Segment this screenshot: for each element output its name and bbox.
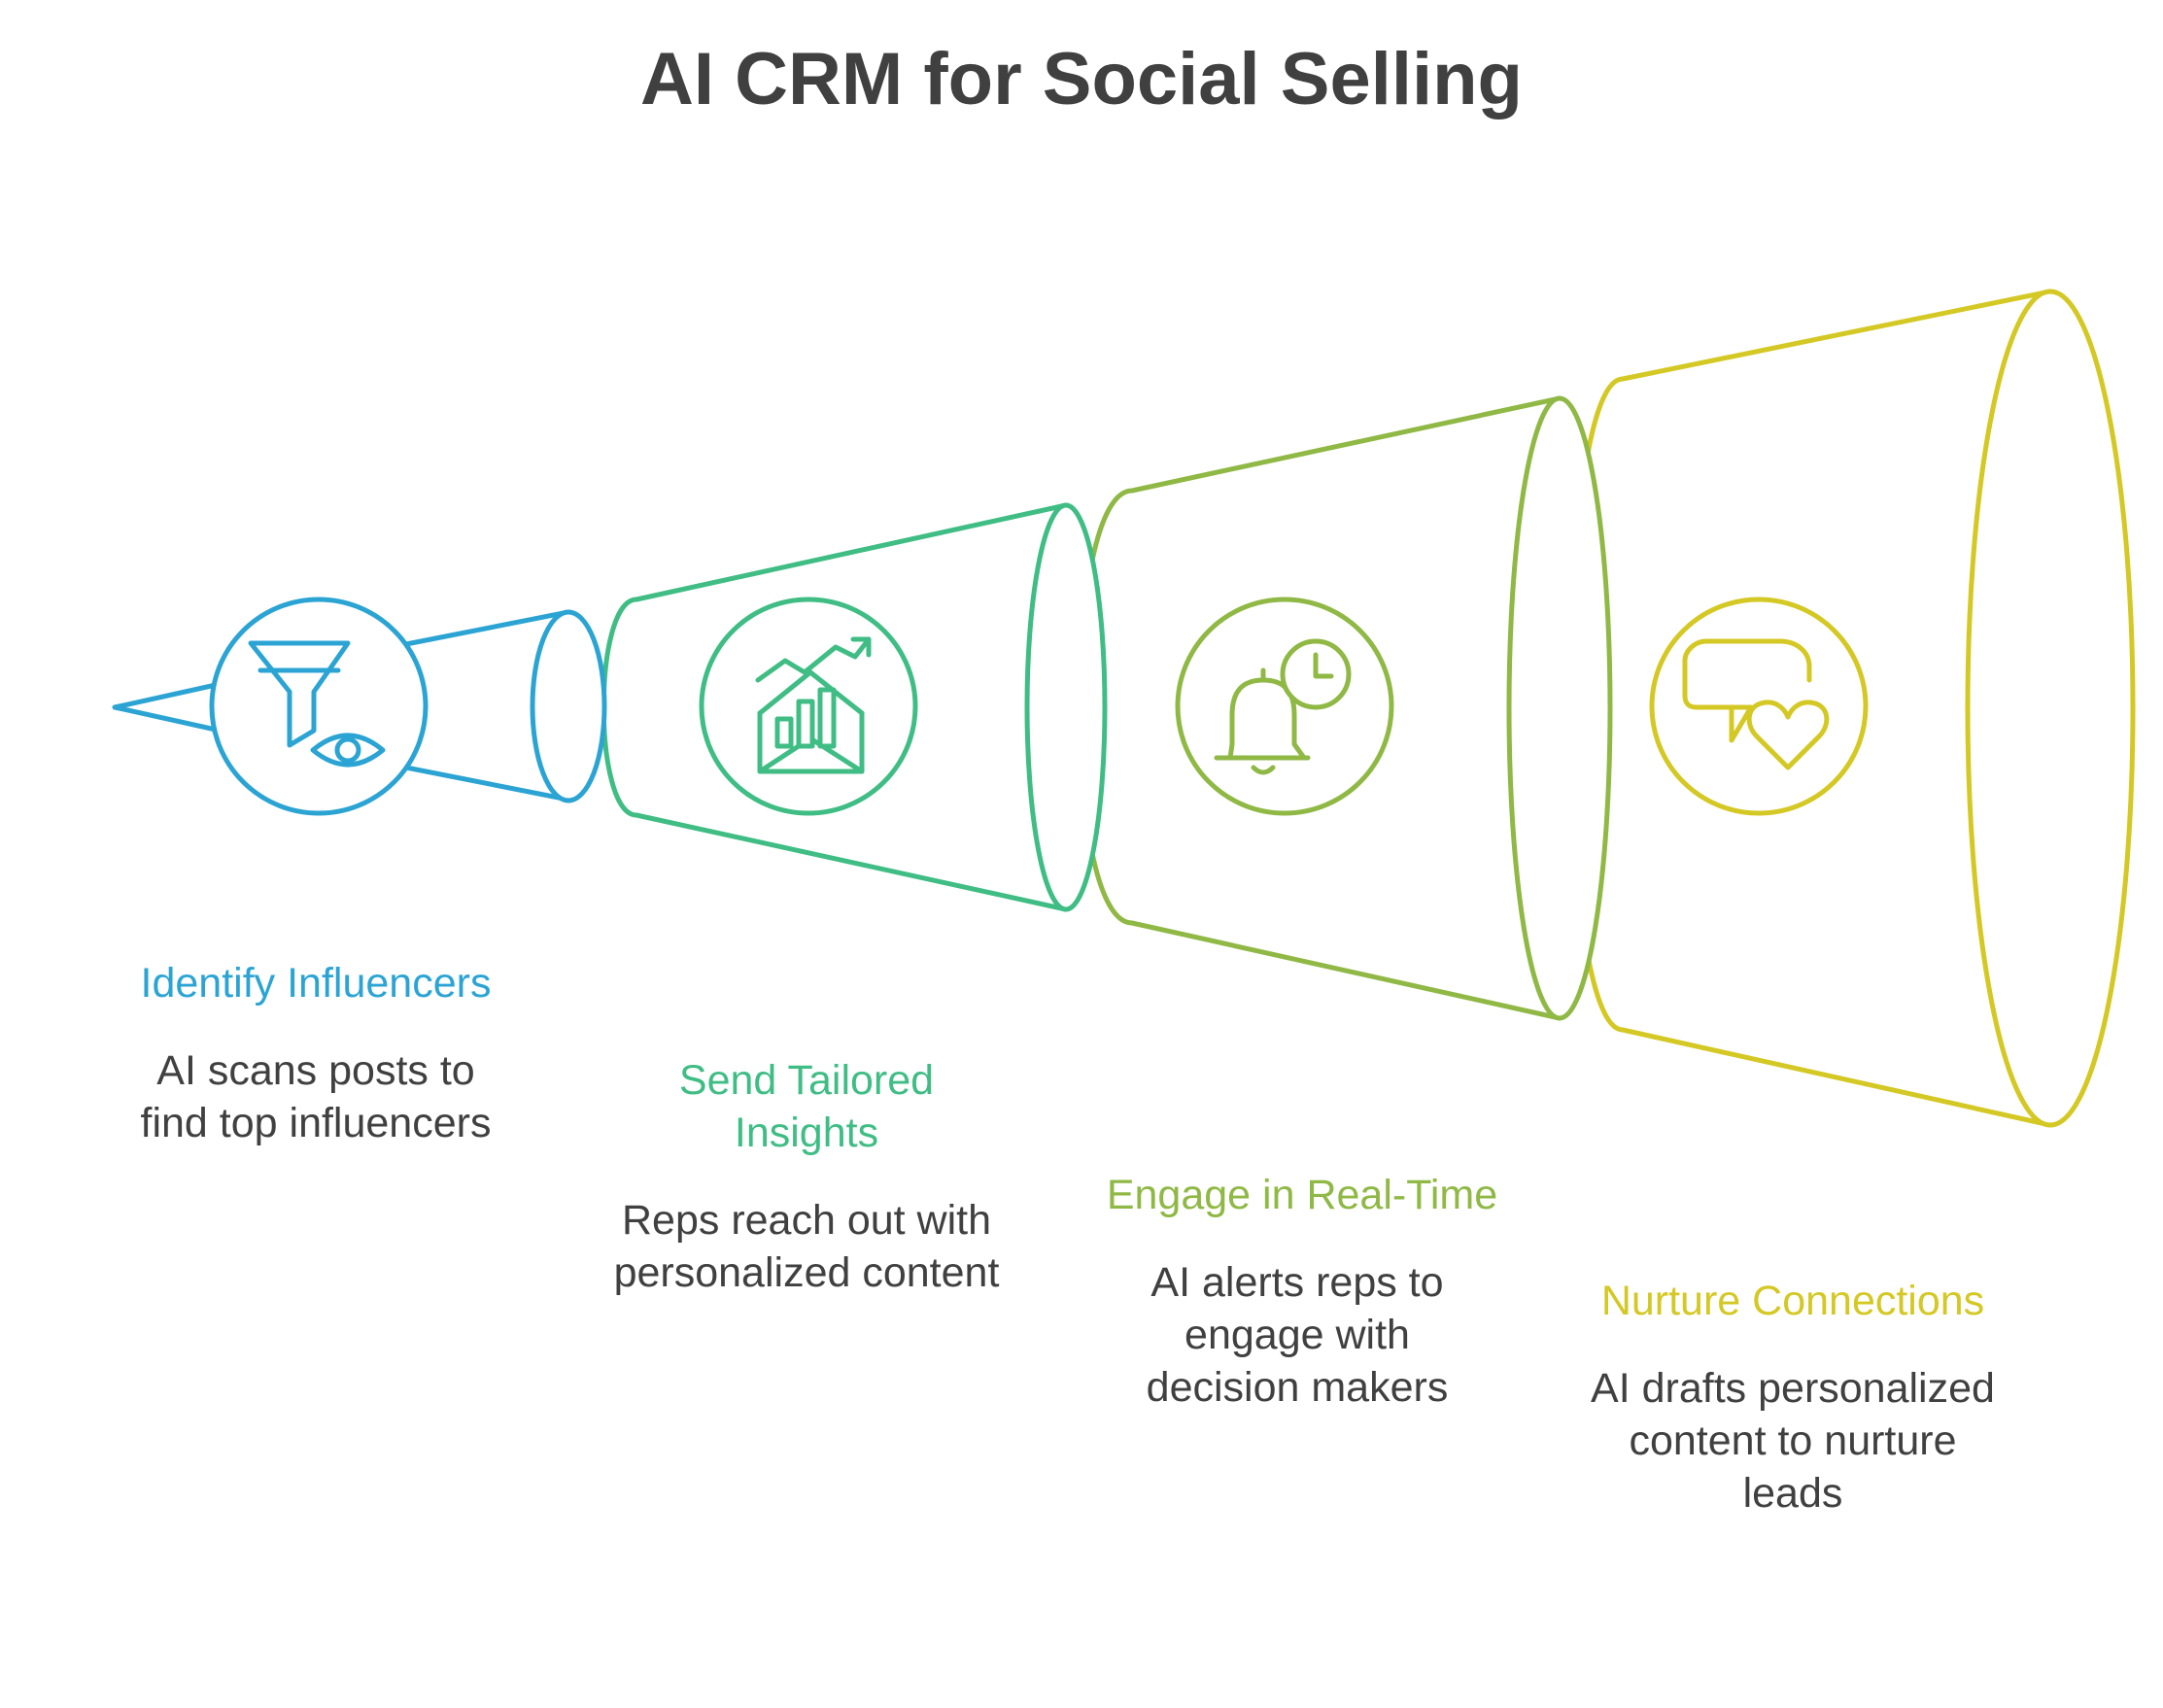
page-title: AI CRM for Social Selling [640, 38, 1523, 120]
step-description: AI scans posts to find top influencers [140, 1047, 492, 1146]
step-identify-influencers: Identify Influencers AI scans posts to f… [97, 957, 534, 1149]
step-description: Reps reach out with personalized content [613, 1197, 1000, 1296]
bell-clock-icon [1175, 597, 1394, 816]
step-send-tailored-insights: Send Tailored Insights Reps reach out wi… [614, 1054, 1000, 1299]
step-heading: Send Tailored Insights [678, 1057, 935, 1156]
step-nurture-connections: Nurture Connections AI drafts personaliz… [1574, 1275, 2011, 1520]
step-engage-in-real-time: Engage in Real-Time AI alerts reps to en… [1088, 1169, 1516, 1414]
funnel-segment-1 [112, 609, 607, 803]
step-heading: Nurture Connections [1600, 1278, 1985, 1324]
step-heading: Engage in Real-Time [1106, 1172, 1498, 1218]
envelope-chart-icon [699, 597, 918, 816]
chat-heart-icon [1649, 597, 1869, 816]
step-description: AI drafts personalized content to nurtur… [1591, 1365, 1995, 1517]
step-heading: Identify Influencers [140, 960, 492, 1007]
step-description: AI alerts reps to engage with decision m… [1146, 1259, 1449, 1411]
funnel-eye-icon [209, 597, 429, 816]
